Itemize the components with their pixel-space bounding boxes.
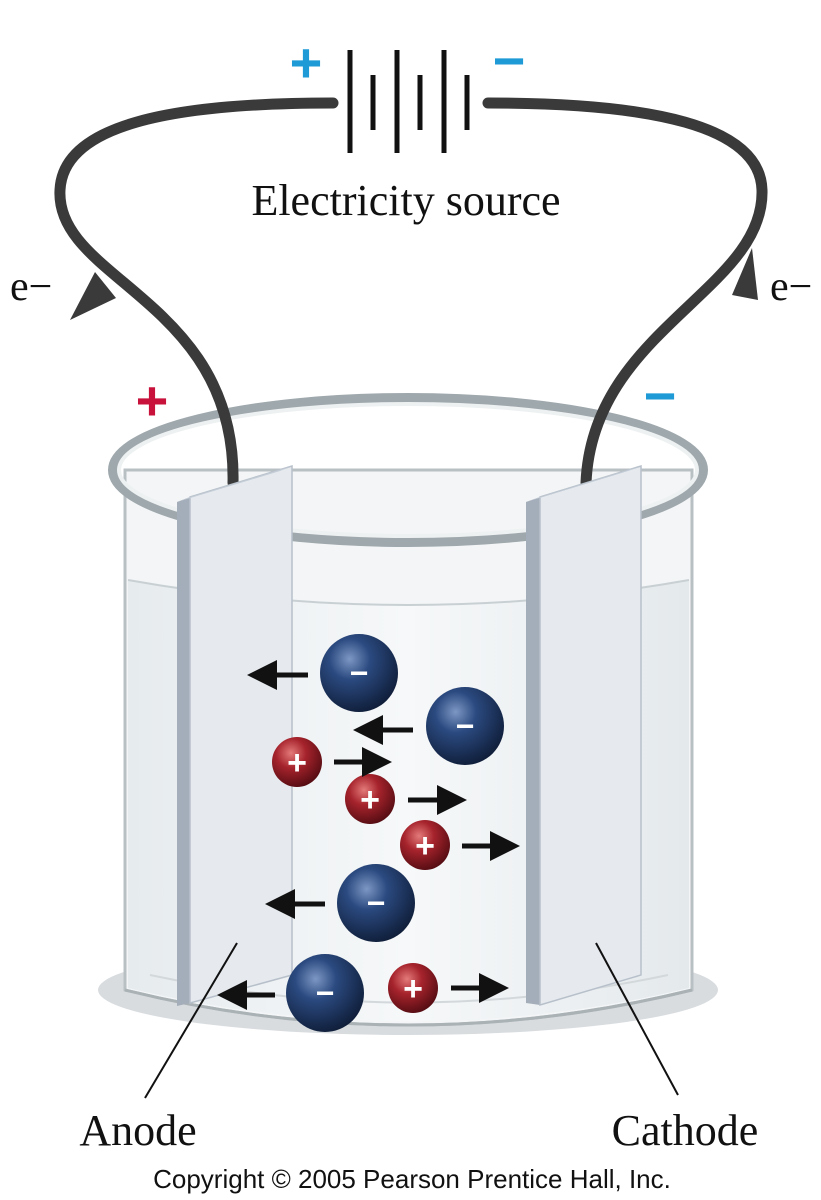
anode-label: Anode bbox=[79, 1106, 196, 1155]
anode-leader-line bbox=[144, 942, 238, 1099]
cation: + bbox=[345, 774, 395, 824]
svg-text:−: − bbox=[367, 885, 386, 921]
cation: + bbox=[400, 820, 450, 870]
cathode-sign: − bbox=[644, 364, 677, 427]
svg-text:+: + bbox=[287, 744, 307, 782]
cathode-electrode bbox=[526, 464, 642, 1007]
ions: − − − − + + + + bbox=[272, 634, 504, 1032]
anode-electrode bbox=[177, 464, 293, 1006]
electron-label-right: e− bbox=[770, 264, 812, 310]
anion: − bbox=[337, 864, 415, 942]
cathode-wire bbox=[482, 97, 768, 489]
electron-arrow-left bbox=[70, 272, 116, 320]
svg-text:+: + bbox=[403, 970, 423, 1008]
cathode-leader-line bbox=[595, 942, 679, 1096]
anode-sign: + bbox=[136, 369, 169, 432]
beaker-bottom bbox=[124, 988, 693, 1027]
anode-wire bbox=[54, 97, 339, 489]
electron-arrow-right bbox=[732, 248, 758, 300]
anion: − bbox=[286, 954, 364, 1032]
battery-negative-sign: − bbox=[493, 29, 526, 92]
beaker-rim-outer bbox=[108, 393, 708, 547]
cathode-label: Cathode bbox=[612, 1106, 759, 1155]
electron-label-left: e− bbox=[10, 264, 52, 310]
battery-positive-sign: + bbox=[290, 31, 323, 94]
circuit-wires bbox=[54, 97, 768, 489]
ion-arrows bbox=[217, 660, 520, 1010]
source-label: Electricity source bbox=[251, 176, 560, 225]
svg-text:−: − bbox=[456, 708, 475, 744]
anion: − bbox=[426, 687, 504, 765]
beaker-rim-inner bbox=[117, 402, 699, 538]
cation: + bbox=[388, 963, 438, 1013]
svg-text:−: − bbox=[350, 655, 369, 691]
svg-text:+: + bbox=[360, 781, 380, 819]
copyright: Copyright © 2005 Pearson Prentice Hall, … bbox=[153, 1164, 671, 1194]
cation: + bbox=[272, 737, 322, 787]
svg-text:−: − bbox=[316, 975, 335, 1011]
anion: − bbox=[320, 634, 398, 712]
battery-icon bbox=[347, 50, 470, 153]
svg-text:+: + bbox=[415, 827, 435, 865]
